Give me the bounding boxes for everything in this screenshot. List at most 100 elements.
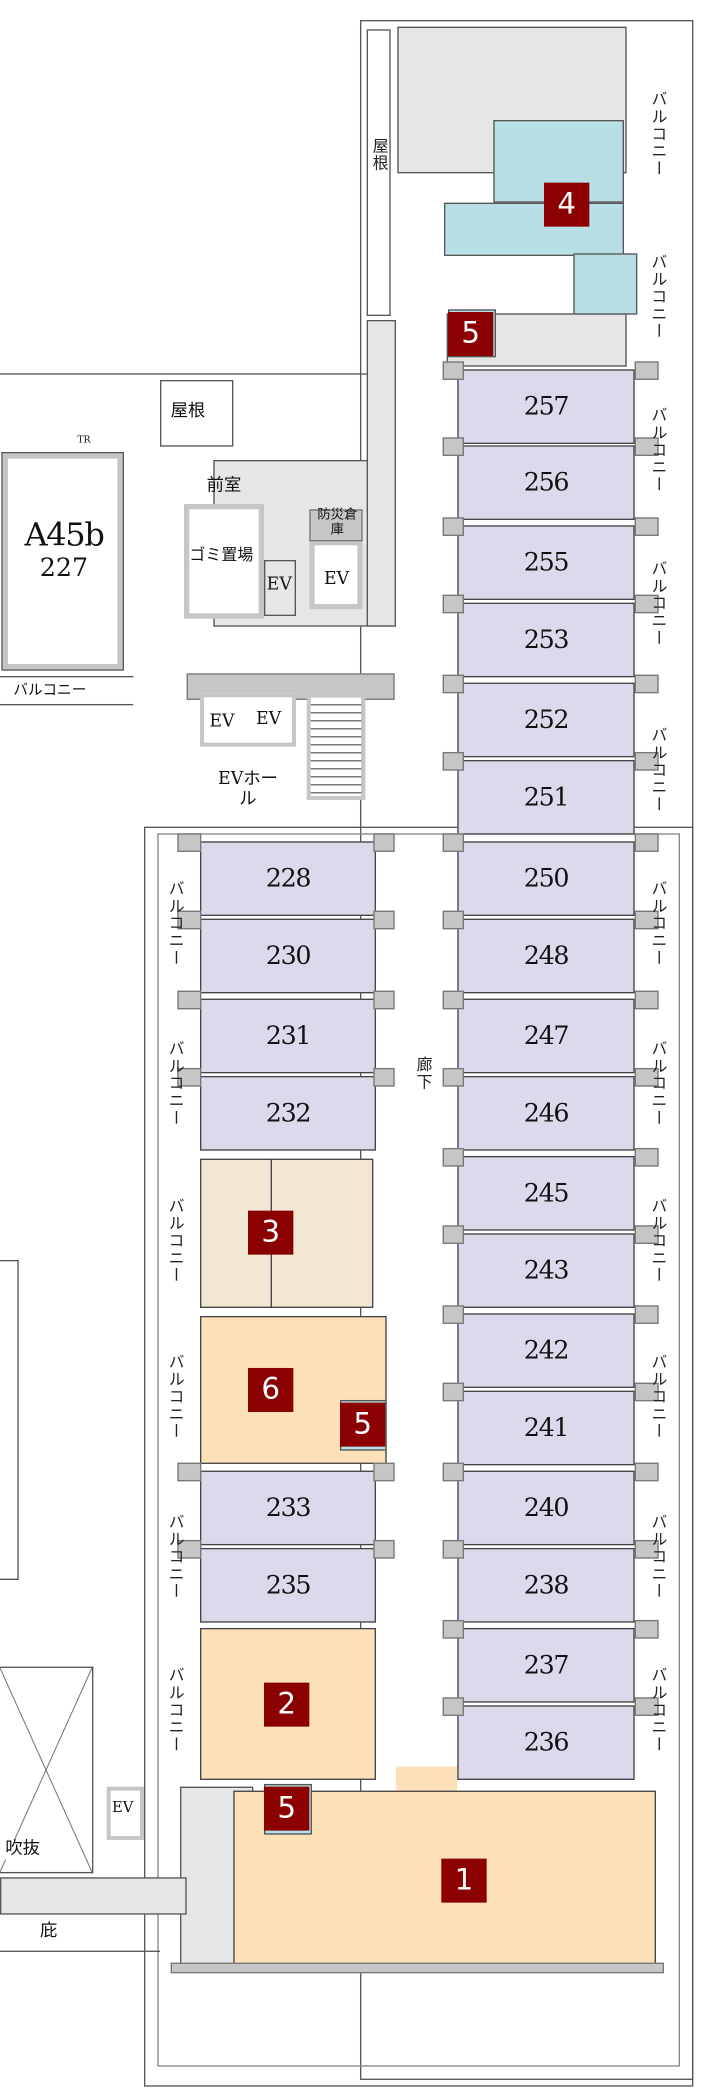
eaves-label: 庇 [39,1921,58,1942]
roof-label: 屋根 [370,137,390,172]
corridor-label: 廊下 [414,1055,434,1091]
area-badge-3[interactable]: 3 [247,1210,294,1255]
room-247[interactable]: 247 [457,998,635,1074]
ev-shafts [199,693,296,747]
room-253[interactable]: 253 [457,602,635,678]
partition-wall [442,1382,464,1402]
area-badge-5-mid[interactable]: 5 [339,1402,386,1447]
area-badge-5-bottom[interactable]: 5 [263,1786,310,1831]
partition-wall [442,1225,464,1244]
partition-wall [442,990,464,1010]
room-237[interactable]: 237 [457,1627,635,1703]
partition-wall [373,1462,395,1482]
partition-wall [177,833,202,852]
balcony-label: バルコニー [649,726,668,814]
partition-wall [442,1462,464,1482]
room-251[interactable]: 251 [457,759,635,835]
partition-wall [634,1305,659,1324]
partition-wall [634,1619,659,1639]
room-240[interactable]: 240 [457,1470,635,1546]
room-252[interactable]: 252 [457,682,635,758]
partition-wall [177,1539,202,1559]
room-233[interactable]: 233 [199,1470,376,1546]
area-badge-4[interactable]: 4 [543,182,590,227]
balcony-label: バルコニー [649,406,668,494]
roof-box [159,379,234,447]
balcony-label-a45b: バルコニー [13,681,87,699]
partition-wall [634,751,659,771]
partition-wall [634,990,659,1010]
front-room-label: 前室 [206,475,242,496]
eaves [0,1915,160,1952]
balcony-label: バルコニー [166,1353,186,1440]
roof-strip [366,29,391,316]
room-235[interactable]: 235 [199,1547,376,1623]
room-242[interactable]: 242 [457,1313,635,1388]
room-250[interactable]: 250 [457,841,635,916]
room-248[interactable]: 248 [457,918,635,994]
balcony-label: バルコニー [166,1513,186,1600]
balcony-label: バルコニー [649,559,668,647]
room-243[interactable]: 243 [457,1233,635,1308]
atrium [0,1666,94,1874]
partition-wall [634,437,659,456]
partition-wall [373,910,395,930]
partition-wall [442,1067,464,1087]
balcony-label: バルコニー [649,879,668,967]
room-231[interactable]: 231 [199,998,376,1074]
partition-wall [634,1539,659,1559]
balcony-label: バルコニー [649,253,668,340]
partition-wall [442,1539,464,1559]
room-245[interactable]: 245 [457,1155,635,1231]
room-256[interactable]: 256 [457,445,635,520]
ev-label-1: EV [266,574,292,595]
partition-wall [177,990,202,1010]
partition-wall [442,517,464,536]
partition-wall [634,833,659,852]
area-badge-1[interactable]: 1 [441,1858,487,1903]
area-4-c [573,253,638,315]
area-badge-6[interactable]: 6 [247,1367,294,1412]
room-228[interactable]: 228 [199,841,376,916]
partition-wall [442,751,464,771]
room-238[interactable]: 238 [457,1547,635,1623]
partition-wall [634,674,659,694]
left-wing-edge [0,373,367,466]
partition-wall [634,1225,659,1244]
partition-wall [442,361,464,380]
balcony-label: バルコニー [166,1039,186,1127]
balcony-label: バルコニー [649,1353,668,1440]
disaster-storage-label: 防災倉庫 [317,507,358,537]
room-257[interactable]: 257 [457,369,635,444]
area-1-corridor [395,1766,458,1794]
area-4-b [443,202,624,256]
partition-wall [442,674,464,694]
building-a45b [1,451,124,671]
balcony-label: バルコニー [166,1197,186,1284]
bottom-wall [170,1962,664,1974]
partition-wall [634,1067,659,1087]
room-255[interactable]: 255 [457,525,635,600]
partition-wall [634,910,659,930]
room-230[interactable]: 230 [199,918,376,994]
lower-left-wing [0,1259,19,1580]
room-246[interactable]: 246 [457,1075,635,1151]
roof-label-2: 屋根 [170,401,206,422]
area-badge-2[interactable]: 2 [263,1682,310,1727]
storage-room [309,509,363,542]
lower-left-corridor [0,1877,187,1915]
balcony-label: バルコニー [649,1197,668,1284]
ev-hall-label: EVホール [218,769,278,810]
tr-label: TR [77,434,91,446]
ev-label-2: EV [323,569,350,590]
garbage-room [183,503,264,619]
partition-wall [634,1147,659,1167]
partition-wall [177,1067,202,1087]
room-236[interactable]: 236 [457,1705,635,1780]
room-232[interactable]: 232 [199,1075,376,1151]
balcony-label: バルコニー [649,1513,668,1600]
partition-wall [442,1697,464,1716]
area-badge-5-top[interactable]: 5 [447,311,494,356]
ev-label-lower: EV [111,1798,134,1816]
room-241[interactable]: 241 [457,1390,635,1466]
